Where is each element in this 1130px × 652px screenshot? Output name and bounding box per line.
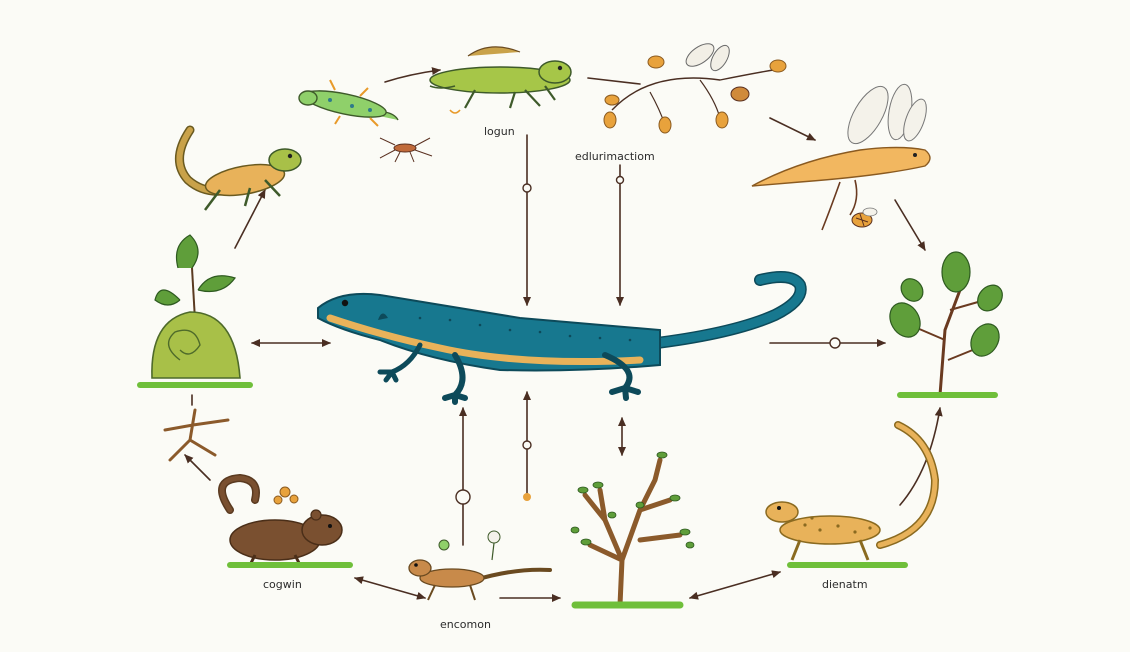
arrow-top-to-top-right <box>588 78 640 84</box>
spotted-yellow-lizard <box>766 425 935 565</box>
orange-lizard-left <box>179 130 301 210</box>
label-dienatm: dienatm <box>822 578 868 591</box>
node-center-orange <box>523 493 531 501</box>
arrow-wing-to-plant <box>895 200 925 250</box>
seed-branch-insect <box>604 39 786 133</box>
node-right <box>830 338 840 348</box>
bare-tree <box>571 452 694 605</box>
central-blue-lizard <box>318 277 801 402</box>
arrow-top-right-to-wing <box>770 118 815 140</box>
label-edlurimactiom: edlurimactiom <box>575 150 655 163</box>
brown-rodent <box>222 478 350 565</box>
node-logun <box>523 184 531 192</box>
small-brown-lizard <box>409 531 550 600</box>
node-edlur <box>617 177 624 184</box>
arrow-left-lizard-up <box>235 190 265 248</box>
young-plant-right <box>884 252 1008 395</box>
label-cogwin: cogwin <box>263 578 302 591</box>
arrow-rodent-to-small <box>355 578 425 598</box>
green-lizard-top <box>430 47 571 113</box>
rock-mound-plant <box>140 235 250 385</box>
small-bee <box>852 208 877 227</box>
label-encomon: encomon <box>440 618 491 631</box>
label-logun: logun <box>484 125 515 138</box>
arrow-tree-to-yellow <box>690 572 780 598</box>
node-center-left <box>456 490 470 504</box>
arrow-rodent-to-roots <box>185 455 210 480</box>
winged-insect-creature <box>752 80 931 230</box>
spotted-small-lizard <box>299 80 398 126</box>
tiny-insect <box>380 138 432 162</box>
roots <box>165 410 228 460</box>
node-center-mid <box>523 441 531 449</box>
